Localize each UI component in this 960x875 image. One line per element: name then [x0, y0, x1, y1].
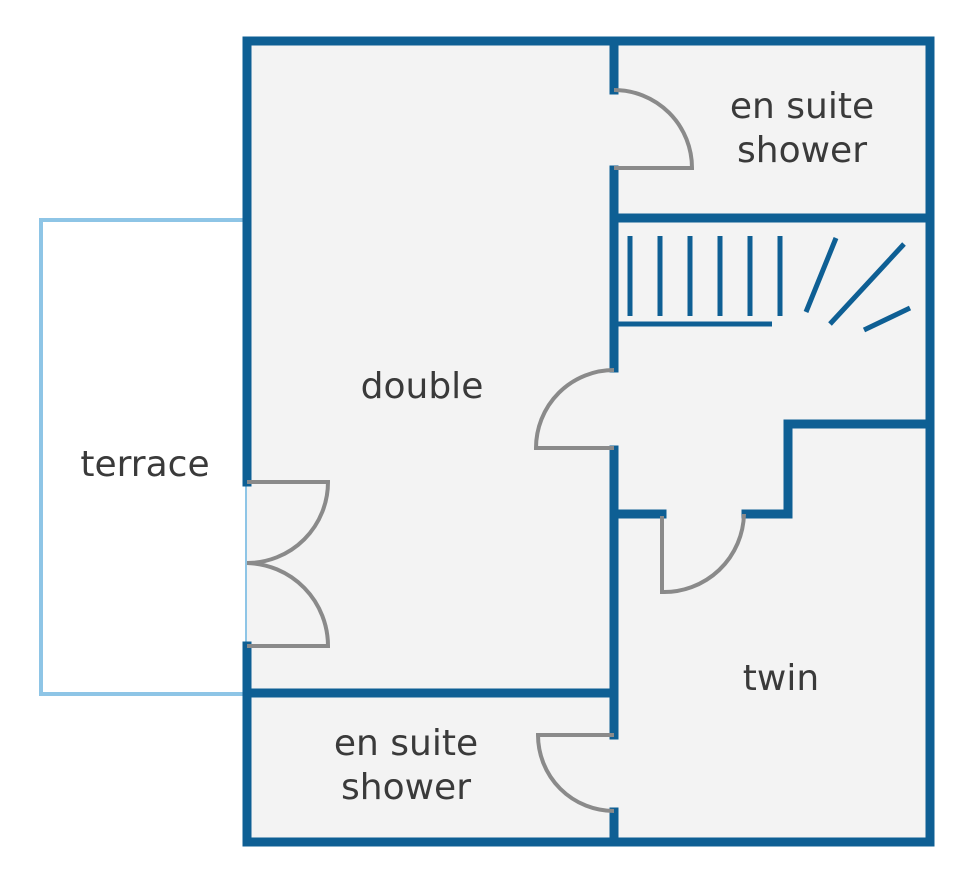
stair-winder — [828, 242, 906, 326]
door-twin — [660, 513, 746, 595]
doors — [246, 88, 746, 813]
room-label-twin: twin — [743, 658, 819, 699]
room-label-double: double — [361, 366, 484, 407]
door-ensuite-bottom — [535, 733, 615, 813]
walls — [242, 36, 935, 847]
stair-winder — [862, 305, 912, 333]
interior-floor — [247, 41, 930, 842]
room-label-ensuite-bottom-line1: en suite — [334, 723, 478, 764]
staircase — [618, 236, 912, 333]
room-label-ensuite-bottom-line2: shower — [341, 767, 471, 808]
room-label-ensuite-top-line1: en suite — [730, 86, 874, 127]
door-double — [533, 368, 615, 450]
door-terrace-upper — [246, 480, 331, 565]
door-terrace-lower — [246, 561, 331, 648]
stair-winder — [803, 237, 839, 313]
room-label-terrace: terrace — [80, 444, 209, 485]
terrace-area — [39, 218, 249, 696]
room-label-ensuite-top-line2: shower — [737, 130, 867, 171]
door-ensuite-top — [613, 88, 695, 170]
